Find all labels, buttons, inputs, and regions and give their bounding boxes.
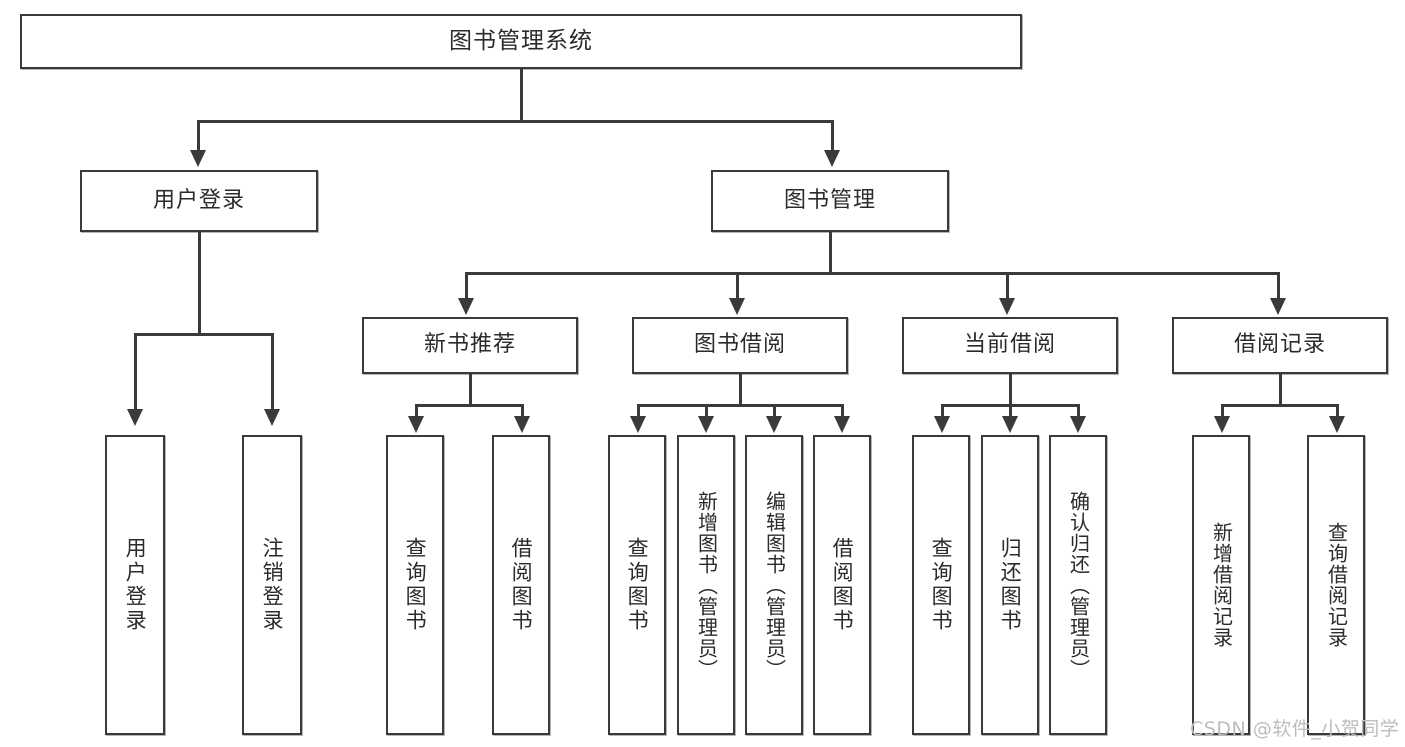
edge-book-manage-to-current-borrow <box>1006 272 1009 300</box>
leaf-add-book[interactable]: 新增图书（管理员） <box>677 435 735 735</box>
leaf-add-record[interactable]: 新增借阅记录 <box>1192 435 1250 735</box>
leaf-confirm-return[interactable]: 确认归还（管理员） <box>1049 435 1107 735</box>
edge-book-borrow-to-leaf-3 <box>773 404 776 418</box>
leaf-label: 新增借阅记录 <box>1209 522 1234 648</box>
edge-root-bus <box>197 120 834 123</box>
leaf-query-book-3[interactable]: 查询图书 <box>912 435 970 735</box>
arrow-book-borrow-to-leaf-1 <box>630 416 646 433</box>
edge-new-book-rec-bus <box>415 404 523 407</box>
arrow-borrow-record-to-leaf-2 <box>1329 416 1345 433</box>
node-root-system[interactable]: 图书管理系统 <box>20 14 1022 69</box>
arrow-user-login-to-leaf-2 <box>264 409 280 426</box>
edge-borrow-record-to-leaf-2 <box>1336 404 1339 418</box>
edge-borrow-record-to-leaf-1 <box>1221 404 1224 418</box>
leaf-label: 查询图书 <box>403 537 428 633</box>
leaf-query-book-2[interactable]: 查询图书 <box>608 435 666 735</box>
csdn-watermark: CSDN @软件_小贺同学 <box>1190 718 1400 740</box>
edge-book-manage-bus <box>465 272 1279 275</box>
leaf-label: 用户登录 <box>123 537 148 633</box>
arrow-book-manage-to-new-book-rec <box>458 298 474 315</box>
edge-user-login-stem <box>198 232 201 335</box>
leaf-label: 归还图书 <box>998 537 1023 633</box>
edge-current-borrow-to-leaf-2 <box>1009 404 1012 418</box>
node-book-manage[interactable]: 图书管理 <box>711 170 949 232</box>
arrow-book-manage-to-book-borrow <box>729 298 745 315</box>
leaf-label: 借阅图书 <box>509 537 534 633</box>
edge-borrow-record-stem <box>1279 374 1282 406</box>
edge-book-borrow-stem <box>739 374 742 406</box>
arrow-root-to-user-login <box>190 150 206 167</box>
leaf-return-book[interactable]: 归还图书 <box>981 435 1039 735</box>
leaf-query-book-1[interactable]: 查询图书 <box>386 435 444 735</box>
arrow-borrow-record-to-leaf-1 <box>1214 416 1230 433</box>
leaf-label: 借阅图书 <box>830 537 855 633</box>
edge-root-to-book-manage <box>831 120 834 152</box>
edge-current-borrow-to-leaf-1 <box>941 404 944 418</box>
arrow-book-borrow-to-leaf-4 <box>834 416 850 433</box>
arrow-book-borrow-to-leaf-3 <box>766 416 782 433</box>
edge-book-manage-stem <box>829 232 832 274</box>
edge-root-stem <box>520 69 523 121</box>
node-new-book-rec[interactable]: 新书推荐 <box>362 317 578 374</box>
arrow-user-login-to-leaf-1 <box>127 409 143 426</box>
arrow-root-to-book-manage <box>824 150 840 167</box>
leaf-borrow-book-1[interactable]: 借阅图书 <box>492 435 550 735</box>
edge-user-login-bus <box>134 333 272 336</box>
arrow-current-borrow-to-leaf-2 <box>1002 416 1018 433</box>
leaf-label: 确认归还（管理员） <box>1066 490 1091 680</box>
edge-new-book-rec-stem <box>469 374 472 406</box>
leaf-borrow-book-2[interactable]: 借阅图书 <box>813 435 871 735</box>
edge-new-book-rec-to-leaf-2 <box>521 404 524 418</box>
edge-book-borrow-bus <box>637 404 843 407</box>
node-user-login[interactable]: 用户登录 <box>80 170 318 232</box>
leaf-label: 查询图书 <box>929 537 954 633</box>
edge-book-manage-to-book-borrow <box>736 272 739 300</box>
edge-new-book-rec-to-leaf-1 <box>415 404 418 418</box>
leaf-label: 新增图书（管理员） <box>694 490 719 680</box>
leaf-label: 查询图书 <box>625 537 650 633</box>
node-borrow-record[interactable]: 借阅记录 <box>1172 317 1388 374</box>
edge-book-borrow-to-leaf-1 <box>637 404 640 418</box>
arrow-new-book-rec-to-leaf-1 <box>408 416 424 433</box>
node-book-borrow[interactable]: 图书借阅 <box>632 317 848 374</box>
leaf-label: 编辑图书（管理员） <box>762 490 787 680</box>
edge-current-borrow-stem <box>1009 374 1012 406</box>
edge-book-manage-to-new-book-rec <box>465 272 468 300</box>
edge-user-login-to-leaf-1 <box>134 333 137 411</box>
edge-borrow-record-bus <box>1221 404 1338 407</box>
leaf-label: 查询借阅记录 <box>1324 522 1349 648</box>
edge-root-to-user-login <box>197 120 200 152</box>
node-current-borrow[interactable]: 当前借阅 <box>902 317 1118 374</box>
arrow-book-borrow-to-leaf-2 <box>698 416 714 433</box>
leaf-logout[interactable]: 注销登录 <box>242 435 302 735</box>
leaf-user-login[interactable]: 用户登录 <box>105 435 165 735</box>
edge-current-borrow-to-leaf-3 <box>1077 404 1080 418</box>
arrow-new-book-rec-to-leaf-2 <box>514 416 530 433</box>
leaf-query-record[interactable]: 查询借阅记录 <box>1307 435 1365 735</box>
edge-user-login-to-leaf-2 <box>271 333 274 411</box>
arrow-current-borrow-to-leaf-3 <box>1070 416 1086 433</box>
edge-book-borrow-to-leaf-2 <box>705 404 708 418</box>
leaf-label: 注销登录 <box>260 537 285 633</box>
arrow-book-manage-to-borrow-record <box>1270 298 1286 315</box>
arrow-current-borrow-to-leaf-1 <box>934 416 950 433</box>
leaf-edit-book[interactable]: 编辑图书（管理员） <box>745 435 803 735</box>
edge-book-manage-to-borrow-record <box>1277 272 1280 300</box>
edge-book-borrow-to-leaf-4 <box>841 404 844 418</box>
arrow-book-manage-to-current-borrow <box>999 298 1015 315</box>
